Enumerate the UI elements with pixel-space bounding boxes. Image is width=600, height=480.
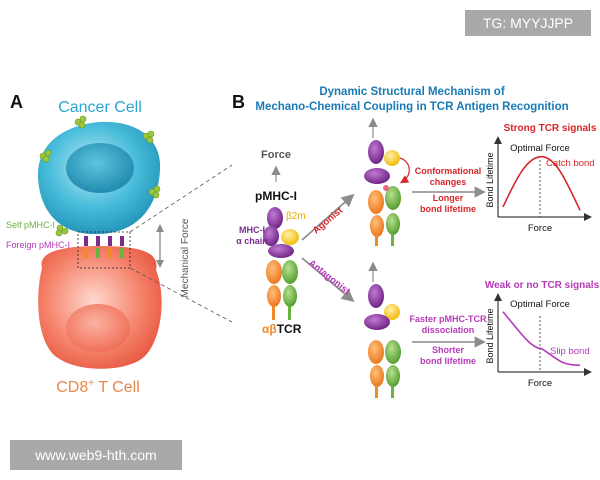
conformational-arrow — [399, 157, 410, 184]
conformational-line2: changes — [430, 177, 467, 187]
self-pmhc-molecule — [39, 115, 161, 237]
cancer-cell-label: Cancer Cell — [58, 99, 142, 116]
antagonist-label: Antagonist — [306, 258, 353, 298]
longer-line2: bond lifetime — [420, 204, 476, 214]
center-complex — [263, 207, 299, 320]
zoom-line-bottom — [129, 267, 233, 323]
watermark-bottom: www.web9-hth.com — [10, 440, 182, 470]
slip-optimal-label: Optimal Force — [510, 299, 570, 310]
slip-bond-chart: Optimal Force Slip bond Force Bond Lifet… — [485, 293, 592, 389]
self-pmhc-label: Self pMHC-I — [6, 220, 55, 230]
slip-y-label: Bond Lifetime — [485, 308, 495, 363]
catch-bond-chart: Optimal Force Catch bond Force Bond Life… — [485, 136, 595, 234]
faster-line1: Faster pMHC-TCR — [409, 314, 487, 324]
agonist-arrow — [301, 193, 355, 241]
force-label: Force — [261, 149, 291, 161]
tcr-label: αβTCR — [262, 322, 302, 336]
panel-b-title-line1: Dynamic Structural Mechanism of — [319, 86, 504, 98]
antagonist-complex — [364, 284, 401, 398]
slip-bond-label: Slip bond — [550, 346, 590, 357]
slip-bond-curve — [502, 311, 581, 367]
cancer-cell-nucleus — [66, 143, 134, 193]
catch-y-label: Bond Lifetime — [485, 152, 495, 207]
panel-a: A Cancer Cell Self pMHC-I F — [6, 92, 233, 396]
slip-x-label: Force — [528, 378, 552, 389]
antagonist-arrow — [301, 257, 355, 303]
mechanical-force-label: Mechanical Force — [180, 218, 191, 297]
t-cell-label: CD8+ T Cell — [56, 378, 140, 396]
panel-b: B Dynamic Structural Mechanism of Mechan… — [232, 86, 600, 398]
b2m-label: β2m — [286, 211, 306, 222]
strong-signal-label: Strong TCR signals — [504, 123, 597, 134]
catch-x-label: Force — [528, 223, 552, 234]
panel-b-letter: B — [232, 92, 245, 112]
mhc-label-line2: α chain — [236, 236, 268, 246]
mhc-label-line1: MHC-I — [239, 225, 265, 235]
longer-line1: Longer — [433, 193, 464, 203]
t-cell-nucleus — [66, 304, 130, 352]
watermark-top: TG: MYYJJPP — [465, 10, 591, 36]
panel-a-letter: A — [10, 92, 23, 112]
zoom-line-top — [129, 164, 233, 233]
conformational-line1: Conformational — [415, 166, 482, 176]
agonist-complex — [364, 140, 401, 246]
shorter-line2: bond lifetime — [420, 356, 476, 366]
catch-bond-curve — [502, 155, 581, 211]
panel-b-title-line2: Mechano-Chemical Coupling in TCR Antigen… — [255, 101, 568, 113]
catch-optimal-label: Optimal Force — [510, 143, 570, 154]
agonist-label: Agonist — [311, 205, 346, 237]
catch-bond-label: Catch bond — [546, 158, 595, 169]
weak-signal-label: Weak or no TCR signals — [485, 280, 600, 291]
synapse-molecules — [84, 236, 124, 258]
shorter-line1: Shorter — [432, 345, 465, 355]
faster-line2: dissociation — [422, 325, 475, 335]
foreign-pmhc-label: Foreign pMHC-I — [6, 240, 70, 250]
pmhc-label: pMHC-I — [255, 189, 297, 203]
synapse-box — [77, 231, 131, 269]
